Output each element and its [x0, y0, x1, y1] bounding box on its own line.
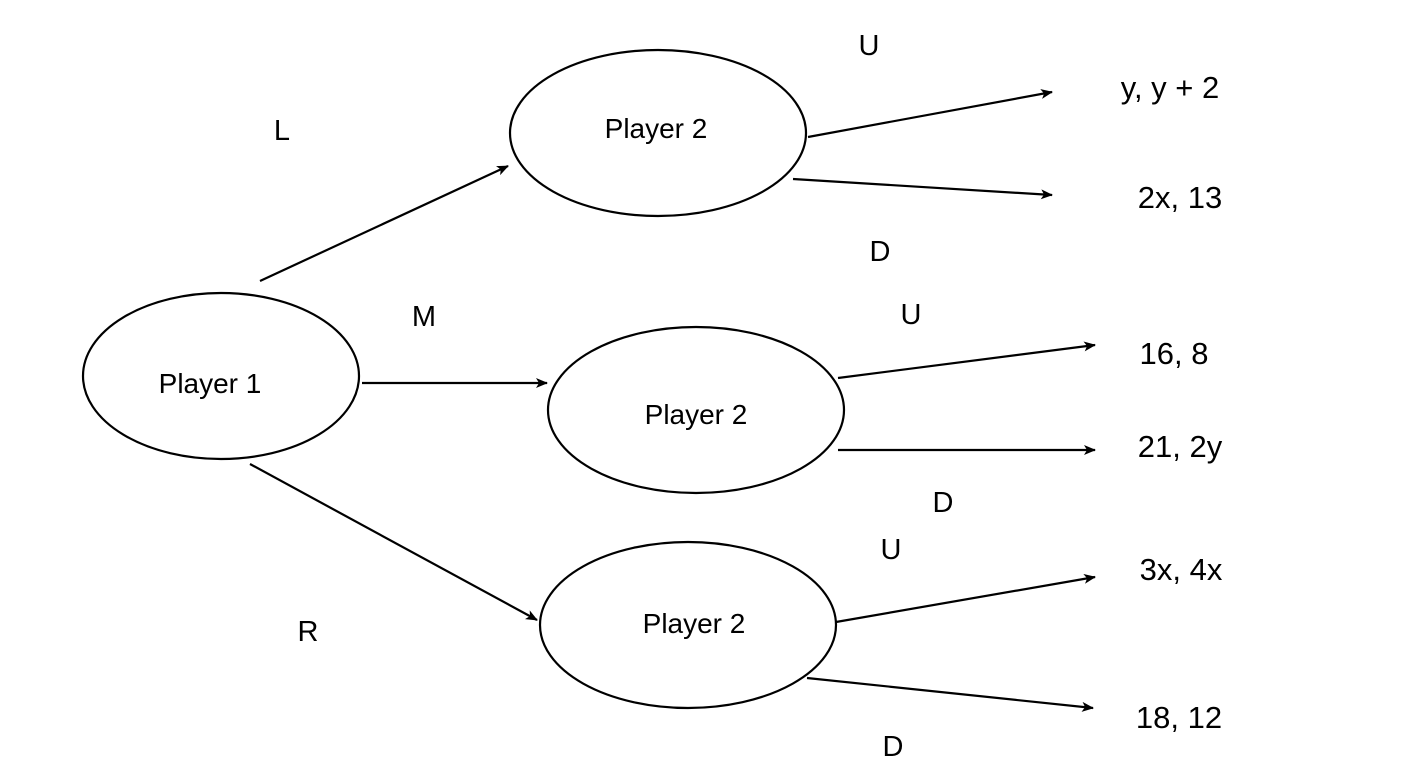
action-label-mid-d: D: [933, 487, 954, 519]
player2-node-top-label: Player 2: [605, 113, 708, 144]
payoff-bot-u: 3x, 4x: [1140, 552, 1223, 587]
payoff-mid-u: 16, 8: [1140, 336, 1209, 371]
player2-node-bottom: Player 2: [538, 540, 838, 710]
player2-node-middle-label: Player 2: [645, 399, 748, 430]
player1-node: Player 1: [81, 291, 361, 461]
player2-node-middle: Player 2: [546, 325, 846, 495]
player2-node-bottom-label: Player 2: [643, 608, 746, 639]
action-label-m: M: [412, 301, 436, 333]
edge-top-u: [807, 89, 1053, 139]
action-label-l: L: [274, 115, 290, 147]
action-label-top-d: D: [870, 236, 891, 268]
payoff-top-d: 2x, 13: [1138, 180, 1222, 215]
edge-bot-u: [835, 573, 1096, 624]
action-label-bot-d: D: [883, 731, 904, 763]
payoff-top-u: y, y + 2: [1121, 70, 1220, 105]
edge-r: [249, 463, 538, 621]
edge-top-d: [792, 177, 1053, 200]
player2-node-top: Player 2: [508, 48, 808, 218]
action-label-mid-u: U: [901, 299, 922, 331]
edge-l: [259, 165, 509, 282]
edge-bot-d: [806, 676, 1094, 712]
payoff-bot-d: 18, 12: [1136, 700, 1222, 735]
payoff-mid-d: 21, 2y: [1138, 429, 1223, 464]
action-label-bot-u: U: [881, 534, 902, 566]
edge-mid-u: [837, 341, 1096, 380]
action-label-top-u: U: [859, 30, 880, 62]
action-label-r: R: [298, 616, 319, 648]
player1-node-label: Player 1: [159, 368, 262, 399]
